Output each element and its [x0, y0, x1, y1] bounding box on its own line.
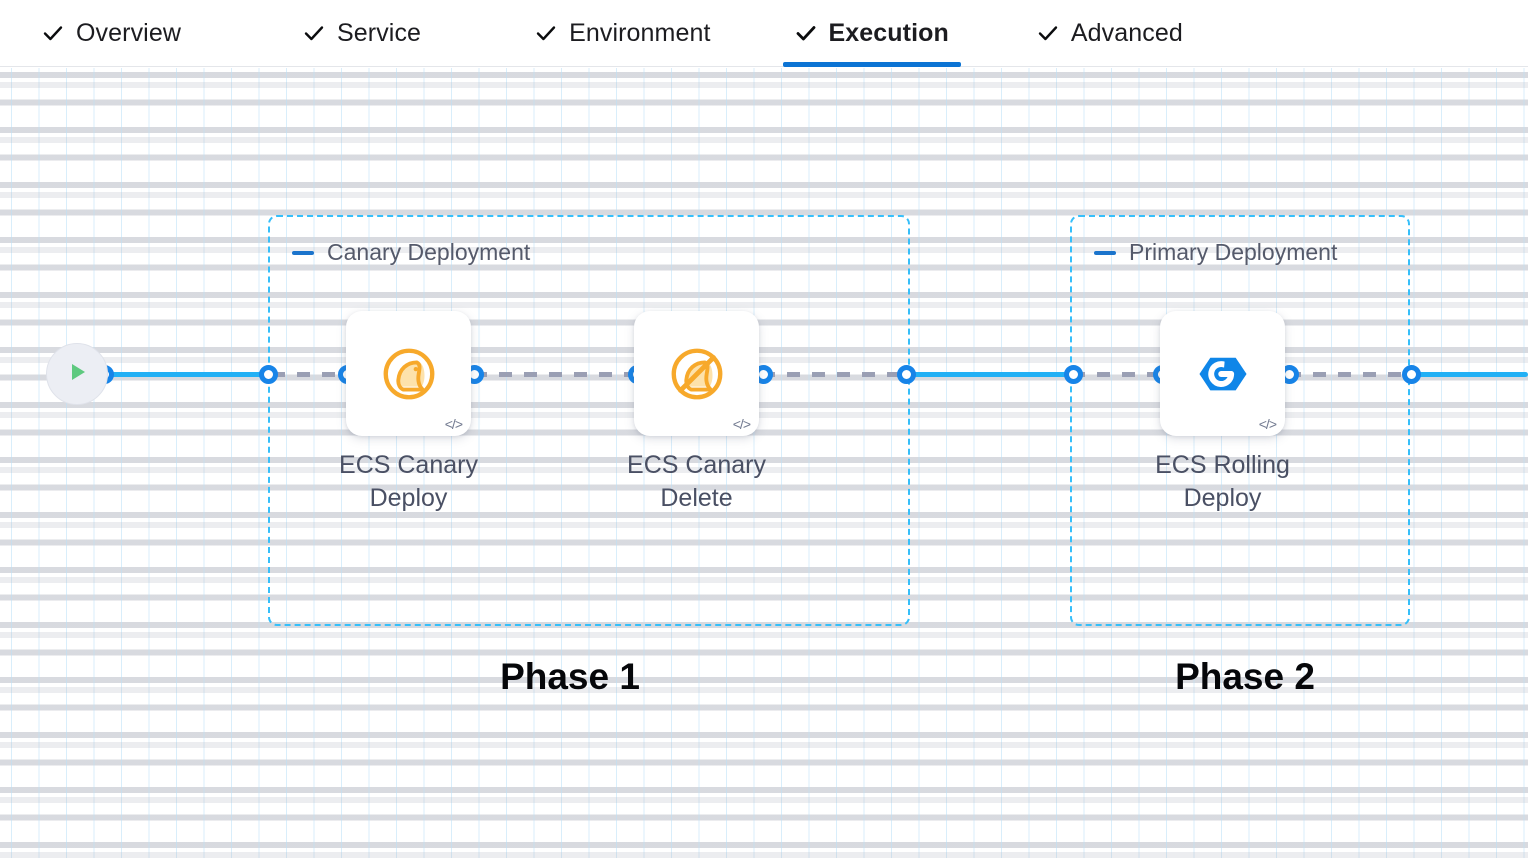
tab-environment-label: Environment — [569, 18, 711, 47]
edge-phase2-to-next — [1411, 372, 1528, 377]
canary-bird-delete-icon — [666, 343, 728, 405]
code-badge-icon: </> — [1258, 416, 1277, 432]
group-primary-deployment-header[interactable]: Primary Deployment — [1094, 239, 1337, 266]
node-ecs-canary-deploy-card[interactable]: </> — [346, 311, 471, 436]
edge-dashed-group-entry-1 — [272, 372, 350, 377]
wizard-tab-bar: Overview Service Environment Execution A… — [0, 0, 1528, 67]
phase-2-label: Phase 2 — [1175, 656, 1315, 697]
check-icon — [1037, 22, 1059, 44]
group-canary-deployment[interactable]: Canary Deployment — [268, 215, 910, 626]
code-badge-icon: </> — [444, 416, 463, 432]
pipeline-canvas[interactable]: Canary Deployment Primary Deployment — [0, 68, 1528, 858]
connector-dot-group2-out[interactable] — [1402, 365, 1421, 384]
tab-execution[interactable]: Execution — [781, 0, 963, 67]
tab-overview[interactable]: Overview — [28, 0, 195, 67]
check-icon — [42, 22, 64, 44]
pipeline-start-node[interactable] — [46, 343, 108, 405]
group-canary-deployment-title: Canary Deployment — [327, 239, 531, 265]
group-primary-deployment-title: Primary Deployment — [1129, 239, 1338, 265]
ecs-rolling-hexagon-icon — [1194, 345, 1252, 403]
tab-service[interactable]: Service — [289, 0, 435, 67]
group-primary-deployment[interactable]: Primary Deployment — [1070, 215, 1410, 626]
node-ecs-canary-delete-label: ECS Canary Delete — [627, 451, 766, 513]
node-ecs-canary-delete-card[interactable]: </> — [634, 311, 759, 436]
node-ecs-rolling-deploy[interactable]: </> ECS Rolling Deploy — [1155, 311, 1290, 512]
minus-icon[interactable] — [292, 250, 314, 255]
edge-dashed-group-entry-2 — [1072, 372, 1164, 377]
connector-dot-group2-in[interactable] — [1064, 365, 1083, 384]
check-icon — [303, 22, 325, 44]
check-icon — [795, 22, 817, 44]
connector-dot-group1-out[interactable] — [897, 365, 916, 384]
check-icon — [535, 22, 557, 44]
tab-advanced-label: Advanced — [1070, 18, 1183, 47]
tab-environment[interactable]: Environment — [521, 0, 724, 67]
edge-dashed-delete-to-group-exit — [762, 372, 910, 377]
play-icon — [62, 357, 92, 392]
minus-icon[interactable] — [1094, 250, 1116, 255]
node-ecs-canary-delete[interactable]: </> ECS Canary Delete — [627, 311, 766, 512]
tab-overview-label: Overview — [76, 18, 181, 47]
phase-1-label: Phase 1 — [500, 656, 640, 697]
tab-service-label: Service — [337, 18, 422, 47]
group-canary-deployment-header[interactable]: Canary Deployment — [292, 239, 530, 266]
edge-phase1-to-phase2 — [906, 372, 1076, 377]
connector-dot-group1-in[interactable] — [259, 365, 278, 384]
edge-dashed-deploy-to-delete — [474, 372, 640, 377]
tab-execution-label: Execution — [828, 18, 949, 47]
node-ecs-canary-deploy-label: ECS Canary Deploy — [339, 451, 478, 513]
edge-start-to-canary-group — [102, 372, 272, 377]
node-ecs-canary-deploy[interactable]: </> ECS Canary Deploy — [339, 311, 478, 512]
code-badge-icon: </> — [732, 416, 751, 432]
node-ecs-rolling-deploy-card[interactable]: </> — [1160, 311, 1285, 436]
tab-advanced[interactable]: Advanced — [1023, 0, 1197, 67]
canary-bird-icon — [378, 343, 440, 405]
edge-dashed-rolling-to-group-exit — [1288, 372, 1414, 377]
node-ecs-rolling-deploy-label: ECS Rolling Deploy — [1155, 451, 1290, 513]
